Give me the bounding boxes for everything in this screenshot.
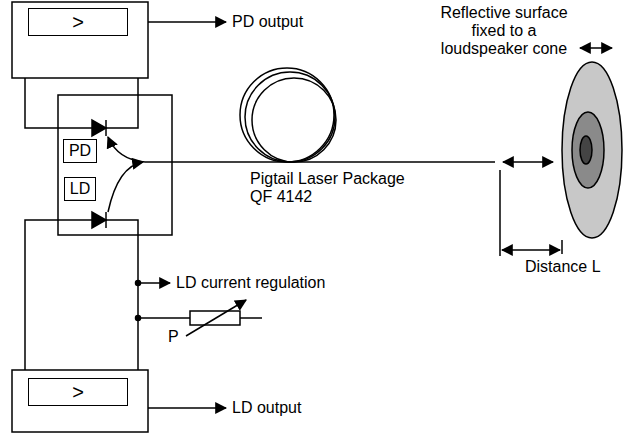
photodiode-wire <box>25 78 138 128</box>
diode-box: LD <box>64 177 96 201</box>
resistor-wire <box>138 317 190 319</box>
node-label: LD <box>70 180 90 198</box>
dimension-tick <box>561 240 563 254</box>
laser-diode-wire <box>25 220 138 370</box>
internal-fiber <box>145 161 172 163</box>
junction-dot <box>136 281 141 286</box>
emitted-light-arrow <box>108 162 143 212</box>
output-arrow <box>148 407 226 409</box>
dimension-tick <box>499 170 501 256</box>
text-label: Distance L <box>525 258 601 276</box>
diode-box: PD <box>63 139 97 163</box>
amplifier-housing <box>12 370 148 432</box>
text-label: LD current regulation <box>176 274 325 292</box>
output-arrow <box>148 21 226 23</box>
text-label: Pigtail Laser Package QF 4142 <box>250 170 430 206</box>
potentiometer-wiper <box>186 300 246 336</box>
regulation-arrow <box>138 282 170 284</box>
node-label: > <box>72 381 84 403</box>
fiber-coil <box>252 78 336 162</box>
laser-diode-symbol <box>92 212 106 228</box>
optical-fiber <box>172 161 495 163</box>
amplifier-box: > <box>28 378 128 406</box>
node-label: > <box>72 11 84 33</box>
laser-package <box>58 95 172 235</box>
loudspeaker-cone <box>562 62 622 238</box>
node-label: PD <box>69 142 91 160</box>
amplifier-box: > <box>28 8 128 36</box>
reflective-surface <box>580 136 592 164</box>
beam-arrow <box>503 161 553 163</box>
dimension-arrow <box>502 249 560 251</box>
junction-dot <box>136 316 141 321</box>
text-label: Reflective surface fixed to a loudspeake… <box>440 4 568 58</box>
amplifier-housing <box>12 2 148 78</box>
fiber-coil <box>245 72 335 162</box>
text-label: LD output <box>232 399 301 417</box>
text-label: P <box>168 328 179 346</box>
laser-diode-symbol <box>105 212 107 228</box>
motion-arrow <box>580 47 612 49</box>
cone-center <box>572 112 604 188</box>
resistor-wire <box>240 317 262 319</box>
photodiode-symbol <box>92 120 106 136</box>
text-label: PD output <box>232 13 303 31</box>
fiber-coil <box>240 68 334 162</box>
photodiode-symbol <box>105 120 107 136</box>
return-light-arrow <box>108 137 145 162</box>
